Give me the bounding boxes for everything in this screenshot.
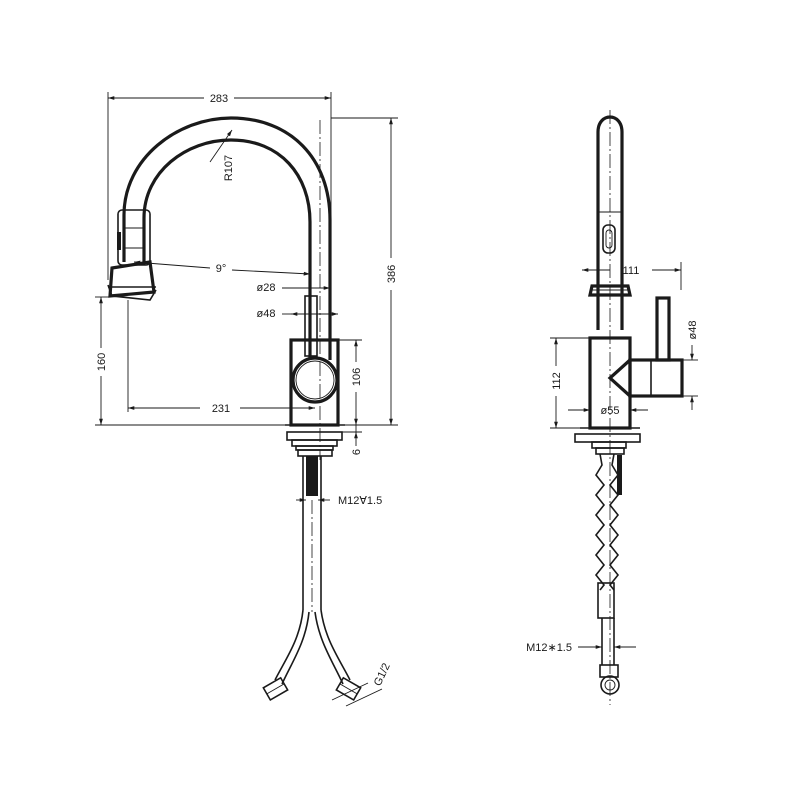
dim-106: 106 bbox=[351, 368, 363, 386]
dim-r107: R107 bbox=[223, 155, 235, 181]
side-base-and-hose bbox=[574, 433, 641, 695]
spout bbox=[107, 116, 332, 360]
dim-283: 283 bbox=[210, 93, 228, 105]
dim-d28: ø28 bbox=[257, 282, 276, 294]
body bbox=[285, 295, 345, 427]
dim-231: 231 bbox=[212, 403, 230, 415]
dim-9deg: 9° bbox=[216, 263, 227, 275]
front-dimensions: 283 R107 9° 386 ø28 ø48 bbox=[95, 92, 398, 707]
side-body bbox=[580, 296, 684, 430]
dim-111: 111 bbox=[623, 265, 640, 277]
dim-386: 386 bbox=[386, 265, 398, 283]
dim-m12-front: M12∀1.5 bbox=[338, 495, 382, 507]
dim-6: 6 bbox=[351, 449, 363, 455]
dim-m12-side: M12∗1.5 bbox=[526, 642, 572, 654]
base-and-hoses bbox=[262, 431, 362, 702]
dim-112: 112 bbox=[551, 372, 563, 390]
dim-d48: ø48 bbox=[257, 308, 276, 320]
side-view: 111 ø48 112 ø55 M12∗1.5 bbox=[526, 110, 699, 705]
dim-160: 160 bbox=[96, 353, 108, 371]
dim-g12: G1/2 bbox=[372, 661, 393, 688]
dim-d55: ø55 bbox=[601, 405, 620, 417]
dim-d48-side: ø48 bbox=[687, 321, 699, 340]
front-view: 283 R107 9° 386 ø28 ø48 bbox=[95, 92, 398, 707]
side-dimensions: 111 ø48 112 ø55 M12∗1.5 bbox=[526, 262, 699, 654]
